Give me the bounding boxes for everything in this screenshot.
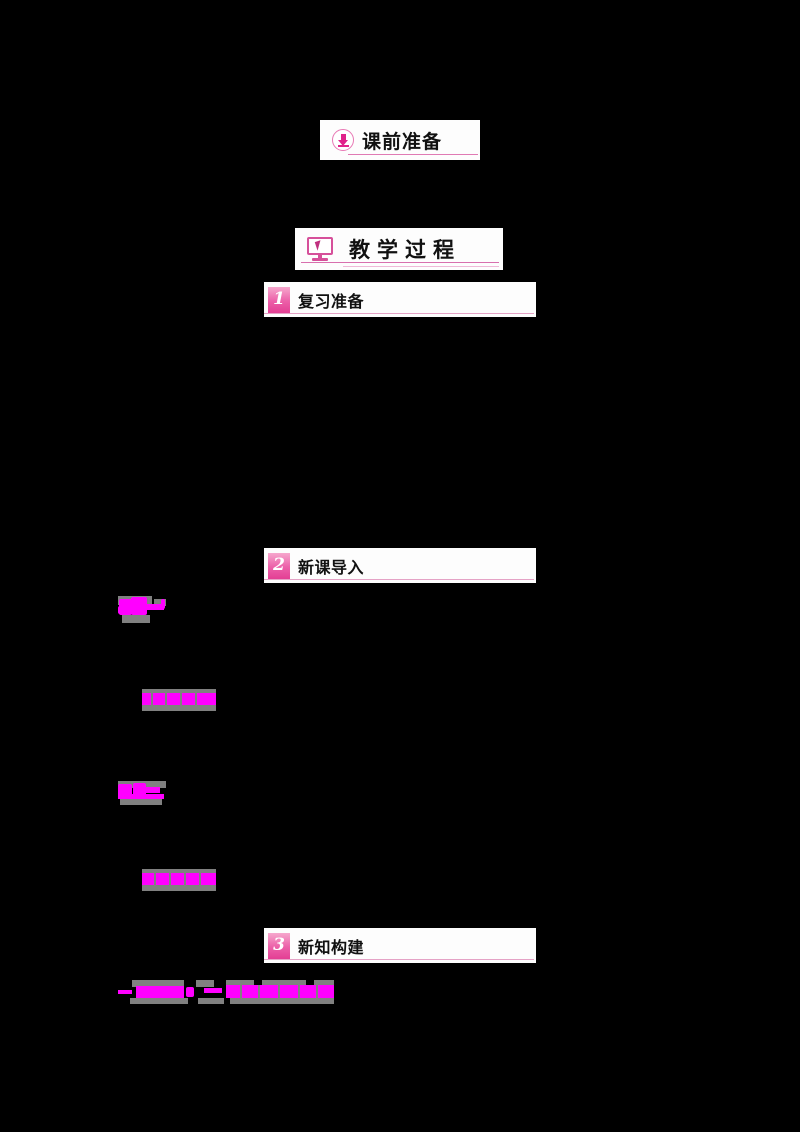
section-number-badge: 3	[268, 932, 290, 959]
section-title: 复习准备	[298, 291, 365, 311]
redacted-text-block-2	[142, 688, 218, 712]
redacted-text-block-1	[118, 593, 178, 625]
banner-underline-lower	[343, 266, 499, 267]
redacted-text-block-4	[142, 868, 218, 892]
section-underline	[264, 959, 534, 960]
section-title: 新课导入	[298, 557, 365, 577]
banner-content: 课前准备	[320, 120, 480, 160]
section-title: 新知构建	[298, 937, 365, 957]
banner-teaching-process: 教学过程	[295, 228, 503, 270]
banner-title-pre-class: 课前准备	[362, 130, 443, 153]
monitor-cursor-icon	[307, 237, 333, 261]
banner-title-teaching-process: 教学过程	[349, 237, 461, 262]
banner-content: 教学过程	[295, 228, 503, 270]
banner-pre-class-preparation: 课前准备	[320, 120, 480, 160]
banner-underline	[348, 154, 478, 155]
section-number-badge: 2	[268, 552, 290, 579]
section-header-review-preparation: 1 复习准备	[264, 282, 536, 317]
section-number-badge: 1	[268, 286, 290, 313]
section-underline	[264, 579, 534, 580]
section-underline	[264, 313, 534, 314]
banner-underline-upper	[301, 261, 499, 263]
redacted-text-line-5	[118, 980, 338, 1004]
section-header-new-lesson-introduction: 2 新课导入	[264, 548, 536, 583]
section-header-new-knowledge-construction: 3 新知构建	[264, 928, 536, 963]
circle-down-arrow-icon	[332, 129, 354, 151]
redacted-text-block-3	[118, 780, 172, 806]
